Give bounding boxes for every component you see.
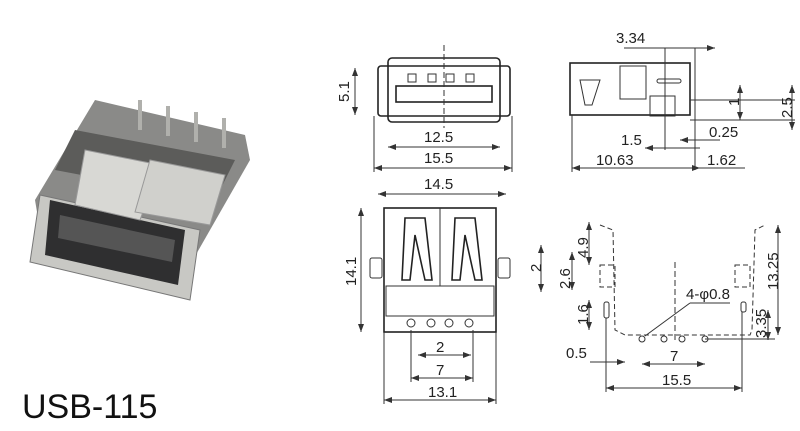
top-view — [358, 191, 544, 404]
dim-top-span: 7 — [436, 362, 444, 379]
model-title: USB-115 — [22, 388, 157, 426]
dim-top-bottom-width: 13.1 — [428, 384, 457, 401]
dim-side-pin-offset: 1 — [726, 98, 743, 106]
dim-side-pin-width: 1.5 — [621, 132, 642, 149]
dim-fp-height: 13.25 — [765, 252, 782, 290]
dim-fp-width: 15.5 — [662, 372, 691, 389]
dim-side-top: 3.34 — [616, 30, 645, 47]
dim-fp-3-35: 3.35 — [753, 309, 770, 338]
dim-side-tail: 1.62 — [707, 152, 736, 169]
pcb-footprint — [569, 222, 781, 392]
dim-fp-holes: 4-φ0.8 — [686, 286, 730, 303]
dim-side-thickness: 0.25 — [709, 124, 738, 141]
dim-fp-2-6: 2.6 — [557, 268, 574, 289]
dim-top-width: 14.5 — [424, 176, 453, 193]
dim-fp-1-6: 1.6 — [575, 304, 592, 325]
dim-side-length: 10.63 — [596, 152, 634, 169]
dim-fp-slot: 0.5 — [566, 345, 587, 362]
front-view — [352, 45, 513, 172]
dim-top-pitch: 2 — [436, 339, 444, 356]
dim-fp-hole-span: 7 — [670, 348, 678, 365]
dim-top-tab: 2 — [528, 264, 545, 272]
dim-front-height: 5.1 — [336, 81, 353, 102]
dim-front-outer-width: 15.5 — [424, 150, 453, 167]
side-view — [569, 45, 795, 172]
dim-top-height: 14.1 — [343, 257, 360, 286]
dim-fp-4-9: 4.9 — [575, 237, 592, 258]
dim-front-inner-width: 12.5 — [424, 129, 453, 146]
product-photo — [29, 100, 250, 301]
dim-side-height: 2.5 — [779, 97, 796, 118]
